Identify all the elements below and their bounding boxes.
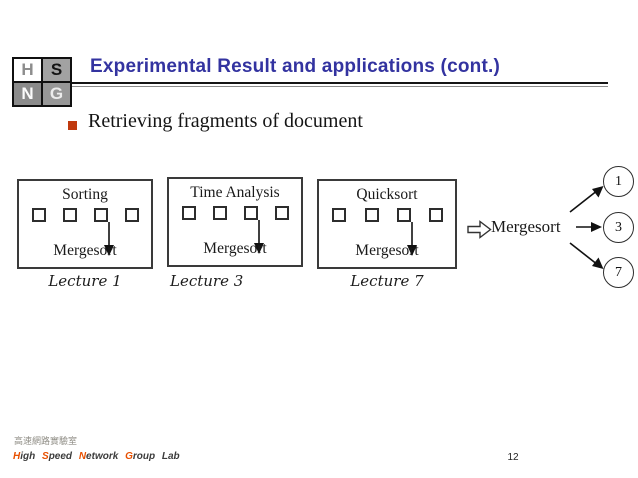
slide-title: Experimental Result and applications (co… — [90, 56, 500, 77]
mergesort-label: Mergesort — [491, 217, 561, 236]
down-arrow-icon — [407, 222, 417, 256]
checkbox-icon — [94, 208, 108, 222]
checkbox-icon — [275, 206, 289, 220]
footer-word: Lab — [161, 451, 180, 462]
footer-lab-name-zh: 高速網路實驗室 — [14, 436, 78, 446]
lecture-box-1-result: Mergesort — [53, 242, 117, 259]
lecture-box-3: Quicksort Mergesort — [317, 179, 457, 269]
footer-word: Speed — [42, 451, 73, 462]
lecture-box-3-result: Mergesort — [355, 242, 419, 259]
result-node-7: 7 — [603, 257, 634, 288]
logo-cell-n: N — [14, 83, 41, 105]
lecture-3-caption: Lecture 3 — [170, 272, 244, 290]
checkbox-icon — [397, 208, 411, 222]
down-arrow-icon — [254, 220, 264, 254]
lecture-box-1: Sorting Mergesort — [17, 179, 153, 269]
footer-word: High — [13, 451, 36, 462]
lecture-1-caption: Lecture 1 — [48, 272, 122, 290]
title-divider-line — [60, 82, 608, 87]
down-arrow-icon — [104, 222, 114, 256]
result-node-3: 3 — [603, 212, 634, 243]
logo-cell-g: G — [43, 83, 70, 105]
lecture-7-caption: Lecture 7 — [350, 272, 424, 290]
result-node-1: 1 — [603, 166, 634, 197]
fan-out-arrows — [569, 186, 604, 269]
checkbox-icon — [429, 208, 443, 222]
bullet-square-icon — [68, 121, 77, 130]
checkbox-icon — [182, 206, 196, 220]
checkbox-icon — [63, 208, 77, 222]
checkbox-icon — [365, 208, 379, 222]
logo-cell-h: H — [14, 59, 41, 81]
hsng-logo: H S N G — [12, 57, 72, 107]
checkbox-icon — [244, 206, 258, 220]
hollow-right-arrow-icon — [467, 220, 492, 239]
bullet-text: Retrieving fragments of document — [88, 110, 363, 132]
page-number: 12 — [507, 452, 519, 463]
footer-lab-name-en: High Speed Network Group Lab — [13, 451, 184, 462]
footer-word: Network — [78, 451, 119, 462]
lecture-box-1-title: Sorting — [62, 186, 108, 203]
lecture-box-3-title: Quicksort — [356, 186, 418, 203]
lecture-box-2: Time Analysis Mergesort — [167, 177, 303, 267]
logo-cell-s: S — [43, 59, 70, 81]
lecture-box-2-result: Mergesort — [203, 240, 267, 257]
footer-word: Group — [125, 451, 156, 462]
checkbox-icon — [213, 206, 227, 220]
checkbox-icon — [125, 208, 139, 222]
checkbox-icon — [32, 208, 46, 222]
lecture-box-2-title: Time Analysis — [190, 184, 280, 201]
checkbox-icon — [332, 208, 346, 222]
